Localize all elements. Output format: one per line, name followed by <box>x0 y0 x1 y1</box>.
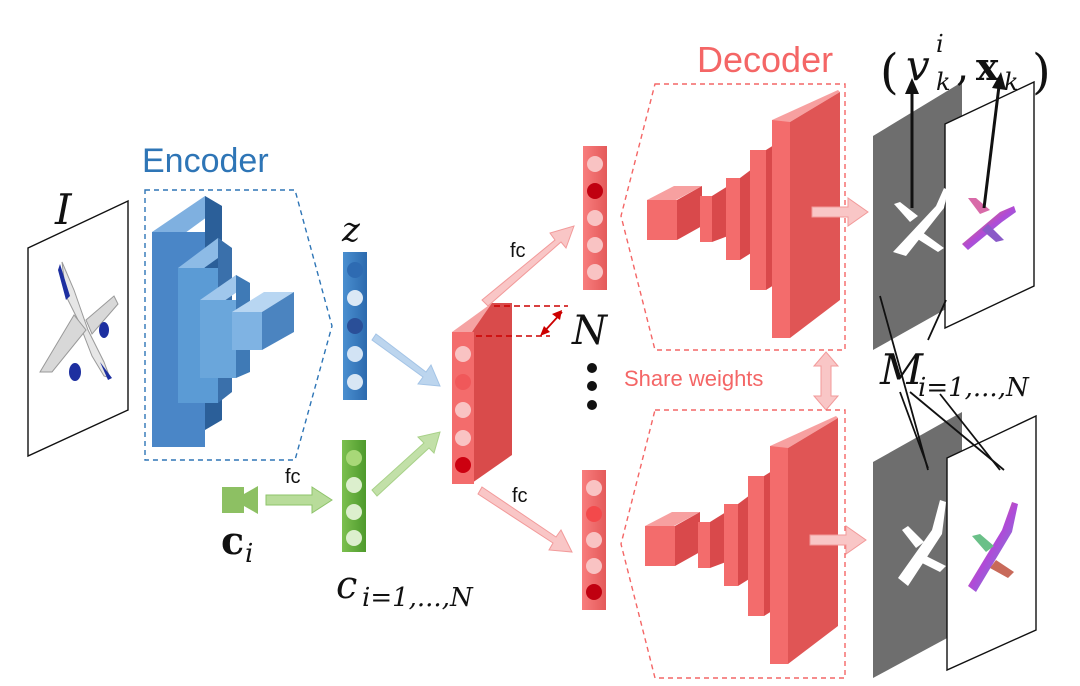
share-weights: Share weights <box>624 351 840 411</box>
input-symbol: I <box>54 185 73 234</box>
share-weights-arrow <box>812 351 840 411</box>
top-fc-label: fc <box>510 240 526 262</box>
svg-text:): ) <box>1032 44 1051 100</box>
c-to-combined-arrow <box>371 431 441 497</box>
decoder-top-outline <box>620 83 846 351</box>
decoder-title: Decoder <box>697 39 833 80</box>
camera-symbol: c <box>221 518 244 563</box>
decoder-top-block: Decoder <box>620 39 869 351</box>
camera-fc-arrow <box>265 486 333 514</box>
encoder-block: Encoder <box>142 142 333 461</box>
decoder-bottom-output-arrow <box>809 525 867 555</box>
svg-text:i=1,...,N: i=1,...,N <box>918 373 1030 403</box>
camera-subscript: i <box>245 539 253 569</box>
top-branch-vector <box>583 146 607 290</box>
svg-text:(: ( <box>880 44 899 100</box>
output-bottom: M i=1,...,N <box>873 295 1037 678</box>
encoder-title: Encoder <box>142 142 269 180</box>
flow-bottom-icon <box>968 502 1018 592</box>
decoder-bottom-layers <box>645 416 838 664</box>
decoder-top-layers <box>647 90 840 338</box>
flow-top-icon <box>962 198 1016 250</box>
input-image: I <box>27 185 129 458</box>
svg-text:v: v <box>906 41 930 90</box>
encoder-outline <box>144 189 333 461</box>
camera-fc-label: fc <box>285 466 301 488</box>
svg-text:i: i <box>936 30 944 58</box>
silhouette-bottom-icon <box>898 500 946 586</box>
camera-code-vector: c i=1,...,N <box>336 440 474 613</box>
camera-icon <box>222 486 258 514</box>
svg-text:k: k <box>1004 68 1019 96</box>
decoder-bottom-outline <box>620 409 846 679</box>
flow-top-panel <box>944 80 1035 330</box>
silhouette-top-icon <box>893 188 948 256</box>
output-top: ( v i k , x k ) <box>873 30 1051 350</box>
mask-formula: M i=1,...,N <box>879 345 1030 403</box>
latent-vector: z <box>341 210 367 400</box>
count-symbol: N <box>571 308 609 354</box>
output-formula: ( v i k , x k ) <box>880 30 1051 100</box>
camera-code-subscript: i=1,...,N <box>362 583 474 613</box>
z-to-combined-arrow <box>371 333 441 387</box>
combined-vector: N <box>452 303 609 484</box>
share-weights-label: Share weights <box>624 366 763 391</box>
bottom-fc-label: fc <box>512 485 528 507</box>
decoder-bottom-block <box>620 409 867 679</box>
ellipsis-dots <box>587 363 597 410</box>
bottom-branch-vector <box>582 470 606 610</box>
svg-text:,: , <box>956 41 969 90</box>
camera-code-symbol: c <box>336 563 357 607</box>
flow-bottom-panel <box>946 414 1037 672</box>
camera: fc c i <box>221 466 333 569</box>
svg-text:x: x <box>976 44 999 89</box>
decoder-top-output-arrow <box>811 197 869 227</box>
top-fc-arrow <box>481 225 575 307</box>
svg-text:M: M <box>879 345 924 394</box>
bottom-fc-arrow <box>477 486 573 553</box>
latent-symbol: z <box>341 210 361 250</box>
airplane-input-icon <box>39 261 119 381</box>
svg-text:k: k <box>936 68 951 96</box>
